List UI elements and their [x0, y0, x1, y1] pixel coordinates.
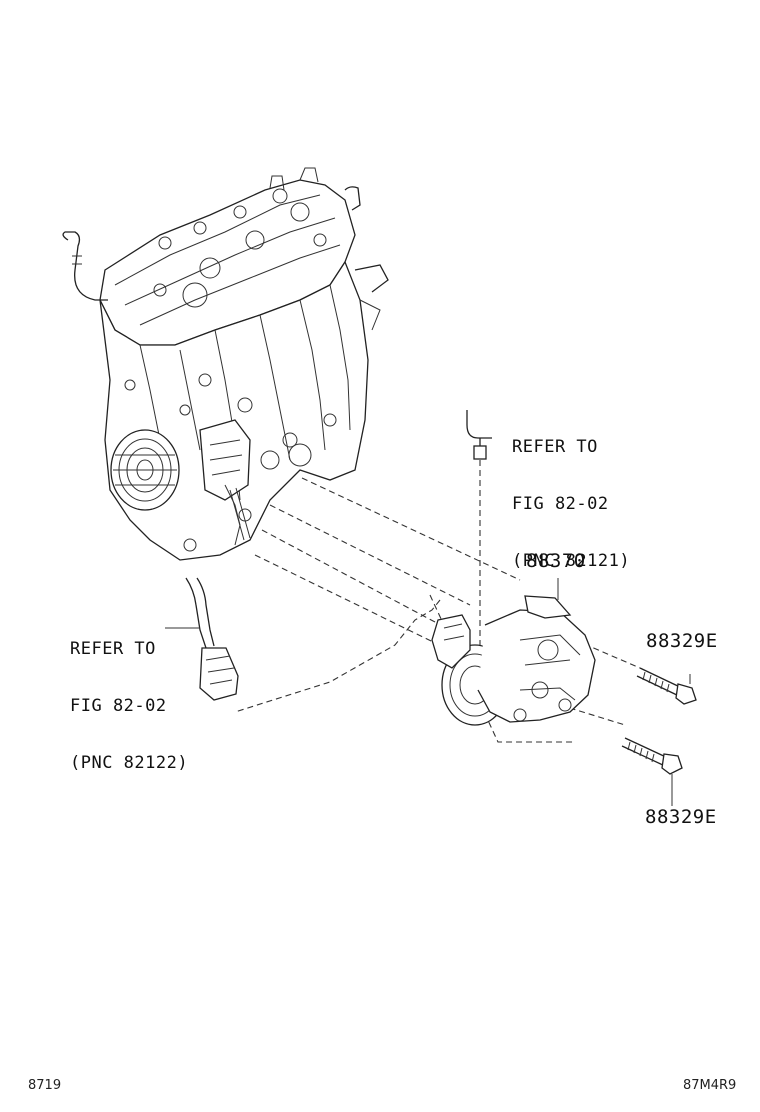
refer-lower-line3: (PNC 82122) [70, 753, 189, 773]
bolt-upper [636, 667, 697, 705]
lower-harness-connector [165, 577, 239, 701]
engine-assembly [62, 167, 389, 561]
refer-upper-line2: FIG 82-02 [512, 494, 609, 514]
refer-upper-line3: (PNC 82121) [512, 551, 631, 571]
refer-lower-callout: REFER TO FIG 82-02 (PNC 82122) [70, 602, 188, 792]
bolt-lower [621, 737, 683, 806]
refer-upper-callout: REFER TO FIG 82-02 (PNC 82121) [512, 400, 630, 590]
part-number-compressor: 88370 [526, 550, 586, 572]
refer-upper-line1: REFER TO [512, 437, 598, 457]
refer-lower-line1: REFER TO [70, 639, 156, 659]
footer-right-code: 87M4R9 [683, 1078, 737, 1093]
footer-left-code: 8719 [28, 1078, 62, 1093]
ac-compressor [431, 578, 596, 726]
part-number-bolt-upper: 88329E [646, 630, 718, 652]
refer-lower-line2: FIG 82-02 [70, 696, 167, 716]
upper-harness-connector [466, 410, 492, 460]
part-number-bolt-lower: 88329E [645, 806, 717, 828]
